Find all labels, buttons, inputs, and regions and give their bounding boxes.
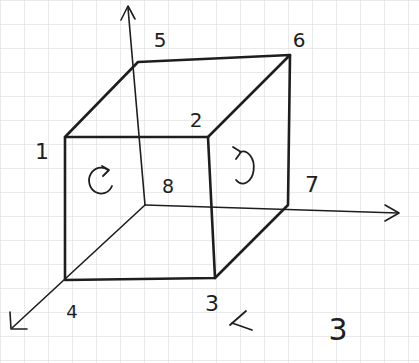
axis-arrowhead [121,6,135,20]
axis-arrowhead [385,205,399,221]
rotation-arrowhead [233,147,241,159]
vertex-number: 4 [66,303,77,321]
vertex-number: 2 [190,110,203,130]
vertical-axis [128,8,145,205]
vertex-number: 3 [205,293,219,315]
top-face [65,55,290,137]
vertex-number: 1 [35,141,49,163]
page-number: 3 [328,315,347,345]
depth-axis [12,205,145,328]
vertex-number: 5 [154,30,167,50]
vertex-number: 7 [305,174,319,196]
axis-arrowhead [10,312,27,329]
rotation-arrowhead [102,166,109,176]
front-face [65,137,215,280]
arrow-mark [230,311,252,330]
vertex-number: 8 [162,177,174,196]
right-face [215,55,290,278]
vertex-number: 6 [293,30,306,50]
horizontal-axis [145,205,398,213]
